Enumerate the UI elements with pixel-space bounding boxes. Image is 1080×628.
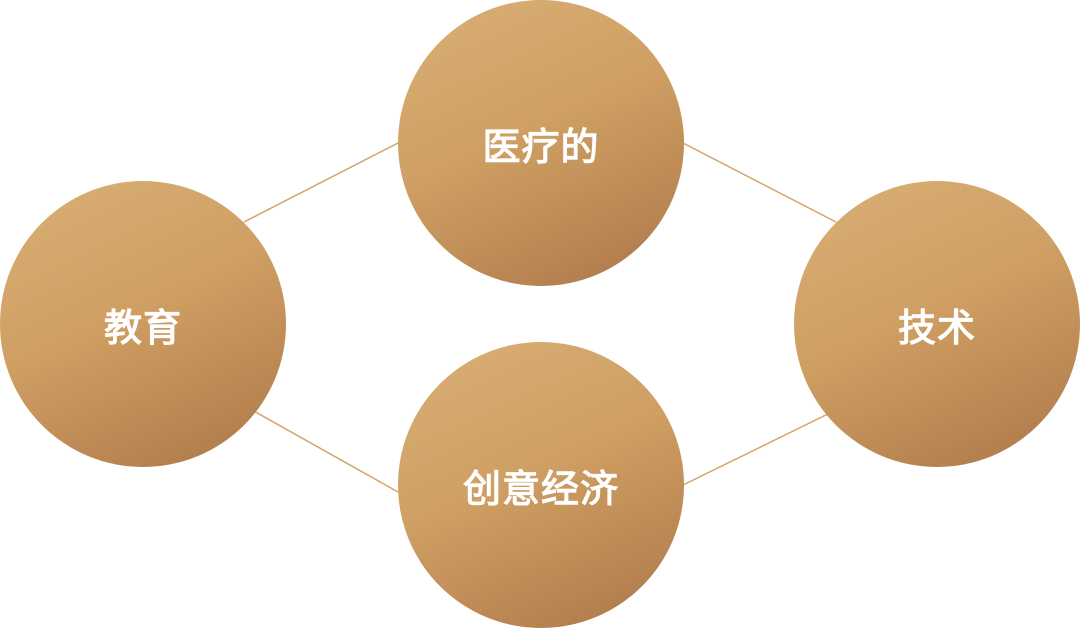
node-education: 教育: [0, 181, 286, 467]
node-technology-label: 技术: [897, 305, 976, 350]
connector-top-right: [682, 142, 837, 223]
node-medical: 医疗的: [398, 0, 684, 286]
node-education-label: 教育: [103, 305, 182, 350]
connector-left-top: [243, 142, 399, 223]
node-creative-economy: 创意经济: [398, 342, 684, 628]
connector-bottom-right: [682, 409, 837, 486]
connector-left-bottom: [251, 409, 399, 493]
node-technology: 技术: [794, 181, 1080, 467]
node-creative-economy-label: 创意经济: [462, 466, 619, 511]
node-medical-label: 医疗的: [482, 124, 600, 169]
